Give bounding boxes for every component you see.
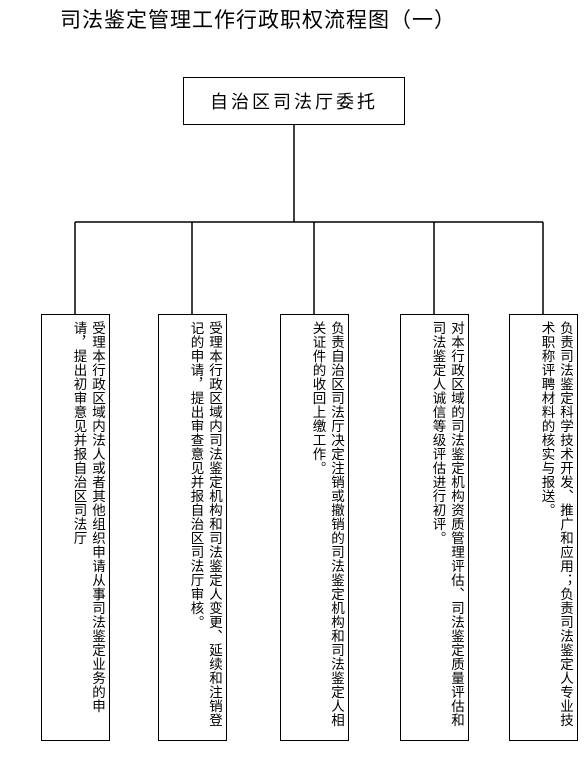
branch-node-4-text: 对本行政区域的司法鉴定机构资质管理评估、司法鉴定质量评估和司法鉴定人诚信等级评估… [429, 321, 465, 727]
branch-node-1: 受理本行政区域内法人或者其他组织申请从事司法鉴定业务的申请，提出初审意见并报自治… [41, 314, 110, 741]
root-node-label: 自治区司法厅委托 [210, 92, 378, 113]
branch-node-1-text: 受理本行政区域内法人或者其他组织申请从事司法鉴定业务的申请，提出初审意见并报自治… [70, 321, 106, 713]
branch-node-2-text: 受理本行政区域内司法鉴定机构和司法鉴定人变更、延续和注销登记的申请，提出审查意见… [187, 321, 223, 727]
branch-node-5: 负责司法鉴定科学技术开发、推广和应用；负责司法鉴定人专业技术职称评聘材料的核实与… [509, 314, 578, 741]
branch-node-3-text: 负责自治区司法厅决定注销或撤销的司法鉴定机构和司法鉴定人相关证件的收回上缴工作。 [309, 321, 345, 727]
root-node: 自治区司法厅委托 [183, 77, 405, 125]
branch-node-5-text: 负责司法鉴定科学技术开发、推广和应用；负责司法鉴定人专业技术职称评聘材料的核实与… [538, 321, 574, 727]
branch-node-3: 负责自治区司法厅决定注销或撤销的司法鉴定机构和司法鉴定人相关证件的收回上缴工作。 [280, 314, 349, 741]
branch-node-2: 受理本行政区域内司法鉴定机构和司法鉴定人变更、延续和注销登记的申请，提出审查意见… [158, 314, 227, 741]
page-title: 司法鉴定管理工作行政职权流程图（一） [60, 8, 456, 32]
branch-node-4: 对本行政区域的司法鉴定机构资质管理评估、司法鉴定质量评估和司法鉴定人诚信等级评估… [400, 314, 469, 741]
